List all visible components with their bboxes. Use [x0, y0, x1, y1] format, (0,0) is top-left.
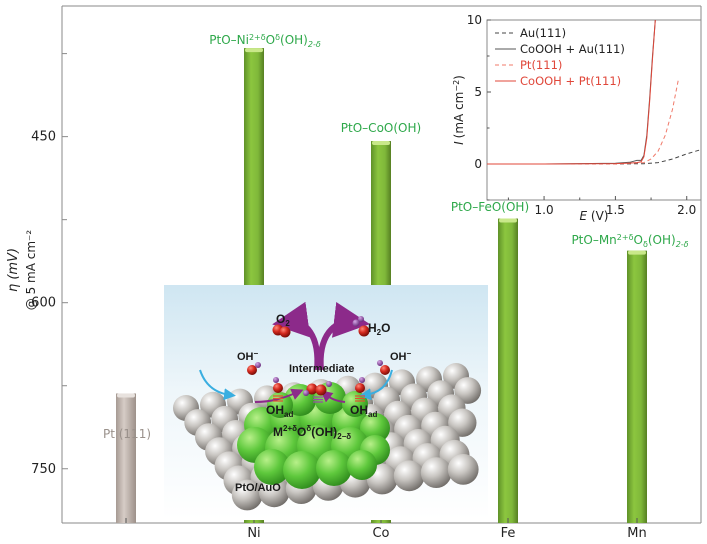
molecules — [247, 316, 390, 403]
catalyst-atom — [283, 451, 321, 489]
y-tick-label: 750 — [31, 462, 56, 477]
x-tick-label-fe: Fe — [501, 526, 516, 541]
main-y-label: η (mV) — [6, 248, 21, 292]
oxygen-atom — [380, 365, 390, 375]
support-atom — [454, 377, 482, 404]
oxygen-atom — [247, 365, 257, 375]
arrow-to-h2o — [317, 302, 370, 371]
x-tick-label-ni: Ni — [247, 526, 260, 541]
oxygen-atom — [279, 326, 291, 338]
support-atom — [393, 460, 425, 492]
inset-y-label: I(mA cm−2) — [452, 75, 466, 145]
arrow-oh-left — [199, 369, 236, 401]
oh-ad-right-label: OHad — [350, 403, 377, 419]
oxygen-atom — [315, 384, 327, 396]
legend-label: Au(111) — [520, 26, 566, 40]
legend-label: Pt(111) — [520, 58, 562, 72]
bar-cap — [499, 218, 517, 223]
arrow-to-o2 — [272, 301, 321, 371]
o2-label: O2 — [276, 312, 290, 328]
catalyst-formula-label: M2+δOδ(OH)2−δ — [273, 424, 351, 441]
inset-chart: 1.0 1.5 2.0 0 5 10 I(mA cm−2) E (V) Au(111) Co… — [452, 13, 702, 223]
catalyst-atom — [316, 450, 352, 486]
bar-fe — [498, 218, 518, 523]
support-atom — [420, 457, 452, 488]
oxygen-atom — [273, 383, 283, 393]
oxygen-atom — [358, 325, 370, 337]
x-tick-label-mn: Mn — [627, 526, 646, 541]
inset-x-tick-label: 1.0 — [535, 203, 554, 217]
hydrogen-atom — [359, 377, 365, 383]
arrow-left-to-center — [254, 388, 304, 403]
arrow-oh-right — [359, 369, 393, 401]
inset-series-au-111 — [487, 149, 702, 165]
x-tick-label-co: Co — [372, 526, 389, 541]
support-atom — [447, 454, 479, 485]
oxygen-atom — [355, 383, 365, 393]
catalyst-atom — [347, 450, 377, 480]
hydrogen-atom — [273, 377, 279, 383]
bar-label-ni: PtO–Ni2+δOδ(OH)2-δ — [209, 33, 321, 49]
inset-y-tick-label: 0 — [474, 157, 482, 171]
oh-minus-right-label: OH− — [390, 349, 412, 363]
bar-cap — [245, 48, 263, 53]
inset-series-coooh-pt-111 — [487, 19, 656, 165]
hydrogen-atom — [352, 319, 360, 327]
bar-cap — [628, 250, 646, 255]
bar-label-pt: Pt (111) — [103, 427, 151, 441]
oh-minus-left-label: OH− — [237, 349, 259, 363]
substrate-label: PtO/AuO — [235, 482, 281, 494]
hydrogen-atom — [326, 381, 332, 387]
y-tick-label: 600 — [31, 296, 56, 311]
bar-mn — [627, 250, 647, 523]
catalyst-cluster — [237, 382, 390, 489]
y-tick-label: 450 — [31, 130, 56, 145]
hydrogen-atom — [358, 316, 364, 322]
main-y-sublabel: @ 5 mA cm⁻² — [24, 230, 38, 311]
oxygen-atom — [306, 383, 318, 395]
inset-x-tick-label: 1.5 — [606, 203, 625, 217]
bar-label-fe: PtO–FeO(OH) — [451, 200, 529, 214]
bar-label-mn: PtO–Mn2+δOδ(OH)2-δ — [571, 233, 688, 249]
oh-ad-left-label: OHad — [266, 403, 293, 419]
bar-label-co: PtO–CoO(OH) — [341, 121, 421, 135]
hydrogen-atom — [255, 362, 261, 368]
legend-label: CoOOH + Au(111) — [520, 42, 625, 56]
inset-y-tick-label: 5 — [474, 85, 482, 99]
support-atom — [231, 479, 263, 511]
arrow-right-to-center — [320, 390, 346, 403]
hydrogen-atom — [377, 360, 383, 366]
catalyst-atom — [254, 449, 290, 485]
legend-label: CoOOH + Pt(111) — [520, 74, 621, 88]
h2o-label: H2O — [368, 321, 390, 337]
inset-legend: Au(111) CoOOH + Au(111) Pt(111) CoOOH + Pt(… — [495, 26, 625, 88]
intermediate-label: Intermediate — [289, 363, 354, 375]
inset-x-label: E (V) — [580, 209, 609, 223]
hydrogen-atom — [303, 390, 309, 396]
bar-cap — [372, 141, 390, 146]
inset-y-tick-label: 10 — [467, 13, 482, 27]
mechanism-illustration: O2 H2O OH− OH− Intermediate OHad OHad M2… — [164, 285, 488, 520]
inset-plot-area — [486, 19, 702, 201]
inset-x-tick-label: 2.0 — [677, 203, 696, 217]
catalyst-atom — [360, 413, 390, 443]
bar-pt — [116, 393, 136, 523]
bar-cap — [117, 393, 135, 398]
